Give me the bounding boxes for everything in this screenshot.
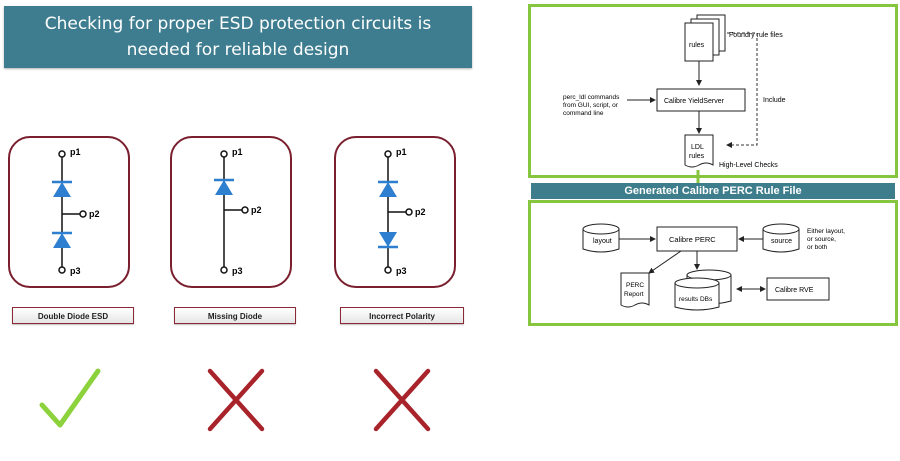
pin-p3-terminal bbox=[220, 266, 228, 274]
flow-panel-ldl: rules Foundry rule files Include perc_ld… bbox=[528, 4, 898, 178]
pin-p2-terminal bbox=[241, 206, 249, 214]
circuit-card-missing-diode: p1 p2 p3 bbox=[170, 136, 292, 288]
pin-label-p3: p3 bbox=[396, 266, 407, 276]
label-missing-diode: Missing Diode bbox=[174, 307, 296, 324]
checkmark-icon bbox=[39, 368, 101, 428]
title-line-1: Checking for proper ESD protection circu… bbox=[44, 14, 432, 34]
circuit-card-incorrect-polarity: p1 p2 p3 bbox=[334, 136, 456, 288]
results-label: results DBs bbox=[679, 296, 713, 303]
pin-p2-terminal bbox=[405, 208, 413, 216]
either-label-1: Either layout, bbox=[807, 228, 845, 235]
diode-upper-icon bbox=[379, 182, 397, 197]
flow-panel-perc: layout Calibre PERC source Either layout… bbox=[528, 200, 898, 326]
diode-lower-icon bbox=[53, 233, 71, 248]
missing-diode-schematic: p1 p2 p3 bbox=[214, 147, 262, 276]
calibre-rve-box bbox=[766, 277, 830, 301]
cross-icon bbox=[207, 368, 265, 432]
incorrect-polarity-schematic: p1 p2 p3 bbox=[378, 147, 426, 276]
generated-rule-file-band: Generated Calibre PERC Rule File bbox=[531, 183, 895, 199]
pin-label-p1: p1 bbox=[396, 147, 407, 157]
source-cylinder bbox=[762, 229, 800, 253]
pin-p3-terminal bbox=[58, 266, 66, 274]
commands-label-1: perc_ldl commands bbox=[563, 94, 620, 101]
pin-label-p1: p1 bbox=[70, 147, 81, 157]
commands-label-3: command line bbox=[563, 110, 604, 117]
pin-p2-terminal bbox=[79, 210, 87, 218]
foundry-label: Foundry rule files bbox=[729, 32, 783, 39]
circuit-card-double-diode: p1 p2 p3 bbox=[8, 136, 130, 288]
include-label: Include bbox=[763, 97, 786, 104]
label-incorrect-polarity: Incorrect Polarity bbox=[340, 307, 464, 324]
calibre-perc-box bbox=[656, 226, 738, 252]
pin-label-p3: p3 bbox=[232, 266, 243, 276]
title-banner: Checking for proper ESD protection circu… bbox=[4, 6, 472, 68]
calibre-perc-label: Calibre PERC bbox=[669, 235, 716, 244]
pin-label-p3: p3 bbox=[70, 266, 81, 276]
ldl-label-2: rules bbox=[689, 153, 705, 160]
pin-label-p2: p2 bbox=[415, 207, 426, 217]
layout-cylinder bbox=[582, 229, 620, 253]
yieldserver-box bbox=[656, 88, 746, 112]
either-label-3: or both bbox=[807, 244, 828, 251]
ldl-flow-diagram: rules Foundry rule files Include perc_ld… bbox=[563, 14, 786, 169]
diode-upper-icon bbox=[215, 180, 233, 195]
arrow-perc-to-report bbox=[648, 250, 682, 274]
either-label-2: or source, bbox=[807, 236, 836, 243]
source-cylinder-top bbox=[762, 223, 800, 235]
pin-label-p2: p2 bbox=[251, 205, 262, 215]
layout-label: layout bbox=[593, 238, 612, 245]
label-double-diode-esd: Double Diode ESD bbox=[12, 307, 134, 324]
results-db-front-top bbox=[674, 277, 720, 289]
cross-icon bbox=[373, 368, 431, 432]
include-dashed-arrow bbox=[726, 32, 758, 148]
results-db-front bbox=[674, 283, 720, 311]
pin-label-p2: p2 bbox=[89, 209, 100, 219]
rules-file-label: rules bbox=[689, 42, 705, 49]
report-label-2: Report bbox=[624, 291, 644, 298]
perc-report-file bbox=[620, 272, 650, 308]
yieldserver-label: Calibre YieldServer bbox=[664, 98, 725, 105]
pin-p1-terminal bbox=[384, 150, 392, 158]
pin-p3-terminal bbox=[384, 266, 392, 274]
report-label-1: PERC bbox=[626, 282, 644, 289]
pin-label-p1: p1 bbox=[232, 147, 243, 157]
high-level-checks-label: High-Level Checks bbox=[719, 162, 778, 169]
layout-cylinder-top bbox=[582, 223, 620, 235]
source-label: source bbox=[771, 238, 792, 245]
ldl-rules-file bbox=[684, 134, 714, 168]
pin-p1-terminal bbox=[58, 150, 66, 158]
diode-reversed-icon bbox=[379, 232, 397, 247]
perc-flow-diagram: layout Calibre PERC source Either layout… bbox=[582, 223, 845, 311]
diode-upper-icon bbox=[53, 182, 71, 197]
ldl-label-1: LDL bbox=[691, 144, 704, 151]
pin-p1-terminal bbox=[220, 150, 228, 158]
double-diode-schematic: p1 p2 p3 bbox=[52, 147, 100, 276]
rule-file-front bbox=[684, 22, 714, 62]
title-line-2: needed for reliable design bbox=[126, 40, 350, 60]
calibre-rve-label: Calibre RVE bbox=[775, 287, 814, 294]
commands-label-2: from GUI, script, or bbox=[563, 102, 619, 109]
